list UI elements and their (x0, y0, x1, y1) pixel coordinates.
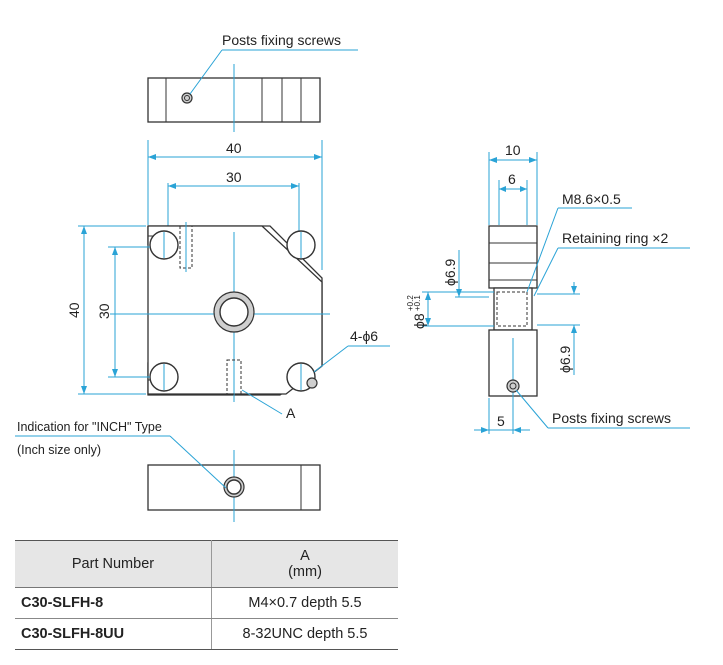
header-a-label: A (300, 548, 310, 564)
bottom-view: Indication for "INCH" Type (Inch size on… (15, 420, 321, 522)
header-a-unit: (mm) (288, 564, 322, 580)
dim-side-phi69-lower: ϕ6.9 (557, 345, 573, 373)
part-number-cell: C30-SLFH-8UU (15, 618, 212, 650)
a-value-cell: 8-32UNC depth 5.5 (211, 618, 398, 650)
label-a: A (286, 405, 296, 421)
label-posts-fixing-screws-top: Posts fixing screws (222, 32, 341, 48)
technical-drawing: Posts fixing screws 40 30 (15, 32, 690, 522)
a-value-cell: M4×0.7 depth 5.5 (211, 587, 398, 619)
part-number-cell: C30-SLFH-8 (15, 587, 212, 619)
spec-table: Part Number A (mm) C30-SLFH-8 M4×0.7 dep… (15, 540, 398, 650)
posts-screw-side (506, 379, 520, 393)
dim-side-phi8-tol-lower: +0.1 (413, 295, 422, 311)
label-holes-4-phi6: 4-ϕ6 (350, 328, 378, 344)
dim-width-30: 30 (226, 169, 242, 185)
side-bore (496, 291, 528, 327)
side-body-upper (488, 225, 538, 289)
table-row: C30-SLFH-8UU 8-32UNC depth 5.5 (15, 618, 398, 650)
dim-side-phi8-tol-upper: +0.2 (406, 295, 415, 311)
hidden-screw-bottom (226, 359, 242, 395)
posts-screw-top (181, 92, 193, 104)
top-view: Posts fixing screws (147, 32, 358, 132)
dim-height-30: 30 (96, 303, 112, 319)
label-posts-fixing-screws-side: Posts fixing screws (552, 410, 671, 426)
header-a: A (mm) (211, 540, 398, 588)
dim-width-40: 40 (226, 140, 242, 156)
dim-side-phi69-upper: ϕ6.9 (442, 258, 458, 286)
label-retaining-ring: Retaining ring ×2 (562, 230, 668, 246)
label-inch-indication: Indication for "INCH" Type (17, 420, 162, 434)
front-view: 40 30 (66, 140, 390, 421)
dim-side-6: 6 (508, 171, 516, 187)
header-part-number: Part Number (15, 540, 212, 588)
dim-side-5: 5 (497, 413, 505, 429)
label-inch-note: (Inch size only) (17, 443, 101, 457)
dim-side-phi8: ϕ8 (411, 313, 427, 329)
table-row: C30-SLFH-8 M4×0.7 depth 5.5 (15, 587, 398, 619)
dim-height-40: 40 (66, 302, 82, 318)
spec-table-header: Part Number A (mm) (15, 540, 398, 588)
label-thread-m86: M8.6×0.5 (562, 191, 621, 207)
side-view: 10 6 ϕ6.9 ϕ8 +0.2 +0.1 (406, 142, 690, 434)
dim-side-10: 10 (505, 142, 521, 158)
